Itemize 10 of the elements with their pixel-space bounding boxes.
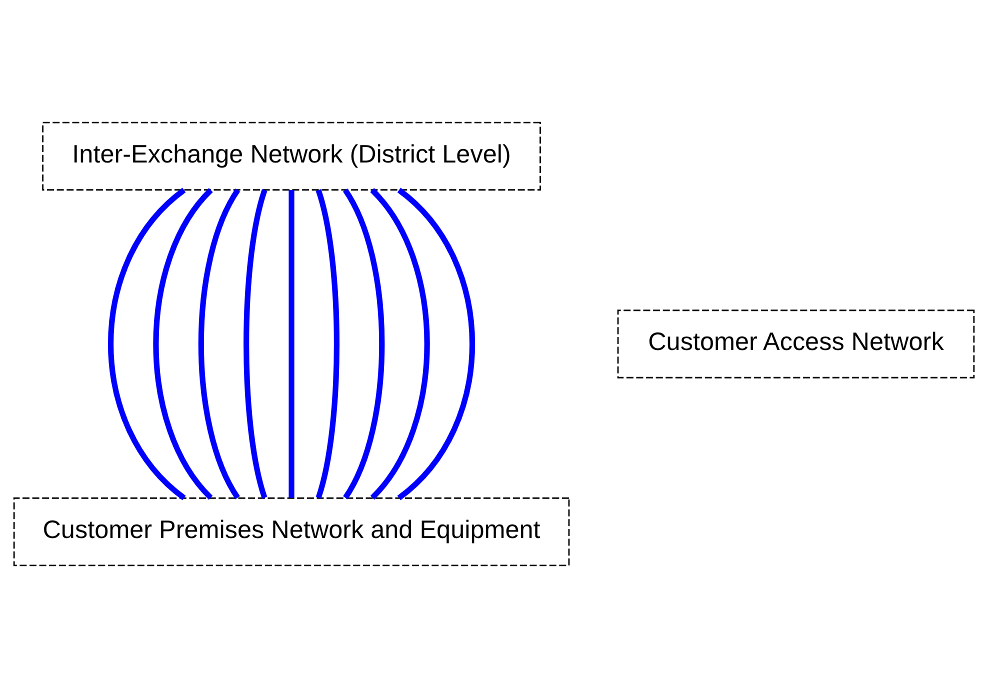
connector [316, 189, 340, 499]
connector [342, 188, 385, 500]
connector [244, 189, 268, 499]
connector [288, 190, 294, 498]
connector [198, 188, 240, 500]
node-box: Inter-Exchange Network (District Level) [42, 122, 541, 191]
connector [108, 188, 186, 500]
node-box: Customer Access Network [617, 310, 975, 378]
connector [397, 188, 475, 500]
node-box: Customer Premises Network and Equipment [13, 497, 570, 566]
